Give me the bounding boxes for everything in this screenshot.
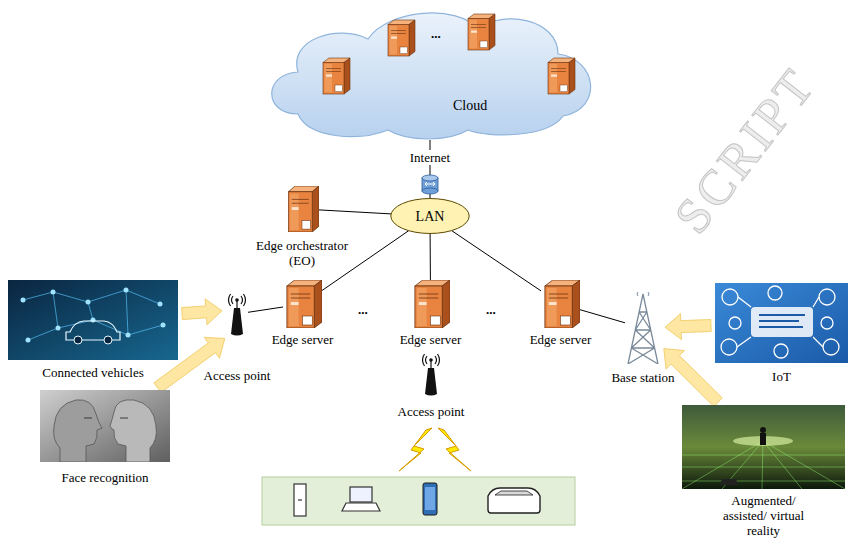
node-caption: Edge orchestrator (EO) xyxy=(245,238,360,268)
antenna-art xyxy=(226,292,248,336)
application-image: Connected vehicles xyxy=(8,280,178,360)
node-caption: Face recognition xyxy=(30,470,180,485)
application-image: Augmented/ assisted/ virtual reality xyxy=(682,405,845,489)
node-caption: Edge server xyxy=(516,332,606,347)
tower-art xyxy=(625,292,661,364)
network-link xyxy=(248,307,283,312)
node-label: Cloud xyxy=(453,98,487,113)
lan-ellipse: LAN xyxy=(390,197,470,235)
server-art xyxy=(541,280,580,328)
access-point: Access point xyxy=(226,292,248,336)
edge-server: Edge server xyxy=(283,280,322,328)
node-caption: Access point xyxy=(192,368,282,383)
base-station: Base station xyxy=(625,292,661,364)
edge-server: Edge server xyxy=(411,280,450,328)
watermark: SCRIPT xyxy=(663,57,826,244)
ellipsis: ... xyxy=(358,302,368,317)
face-art xyxy=(40,390,170,462)
node-caption: Base station xyxy=(598,370,688,385)
device-band xyxy=(262,477,575,525)
node-caption: Augmented/ assisted/ virtual reality xyxy=(714,493,814,538)
server-art xyxy=(283,280,322,328)
network-link xyxy=(580,310,625,323)
ellipsis: ... xyxy=(486,302,496,317)
node-caption: Access point xyxy=(386,404,476,419)
node-caption: IoT xyxy=(732,369,832,384)
node-label: LAN xyxy=(416,209,445,224)
application-image: IoT xyxy=(715,283,848,363)
node-caption: Edge server xyxy=(258,332,348,347)
ellipsis: ... xyxy=(431,26,441,41)
edge-label: Internet xyxy=(408,150,452,165)
network-link xyxy=(452,231,541,291)
network-link xyxy=(430,234,431,281)
node-caption: Connected vehicles xyxy=(8,365,178,380)
cloud-region: Cloud xyxy=(258,4,602,140)
router-icon xyxy=(422,175,438,194)
access-point: Access point xyxy=(420,352,442,396)
block-arrow xyxy=(665,314,711,340)
network-link xyxy=(319,210,391,214)
ar-art xyxy=(682,405,845,489)
iot-art xyxy=(715,283,848,363)
edge-server: Edge server xyxy=(541,280,580,328)
wireless-lightning xyxy=(399,428,471,471)
vehicles-art xyxy=(8,280,178,360)
block-arrow xyxy=(182,299,222,325)
antenna-art xyxy=(420,352,442,396)
cloud-art xyxy=(258,4,602,140)
node-caption: Edge server xyxy=(386,332,476,347)
server-art xyxy=(285,186,319,232)
server-art xyxy=(411,280,450,328)
application-image: Face recognition xyxy=(40,390,170,462)
orchestrator-server: Edge orchestrator (EO) xyxy=(285,186,319,232)
